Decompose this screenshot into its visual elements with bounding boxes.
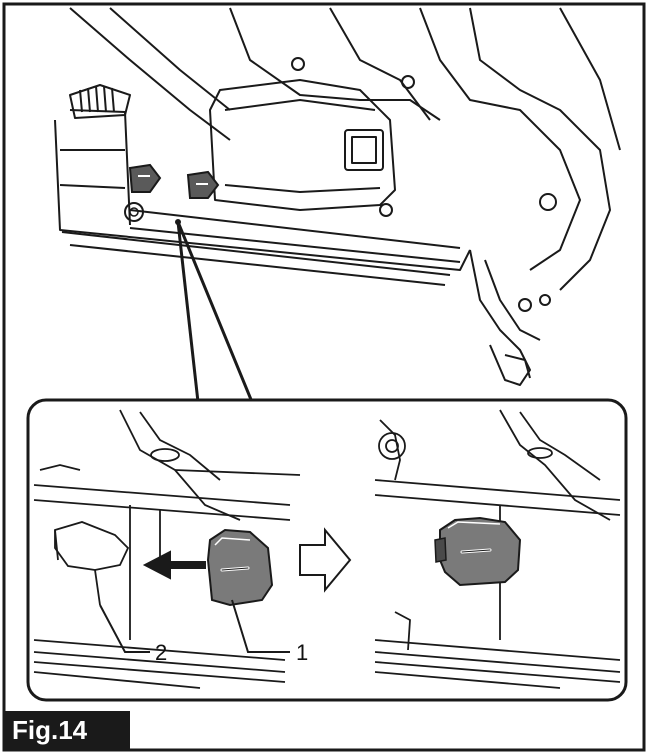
figure-label: Fig.14 <box>4 711 130 750</box>
callout-2: 2 <box>155 640 168 665</box>
callout-1: 1 <box>296 640 309 665</box>
callout-leaders <box>99 599 290 653</box>
zoom-leader-lines <box>176 221 254 403</box>
tool-body <box>54 7 621 386</box>
tool-stoppers <box>124 163 220 225</box>
result-arrow <box>299 527 352 593</box>
stopper-part-1 <box>206 528 274 607</box>
inset-left-panel <box>33 409 301 689</box>
stopper-installed <box>434 516 522 587</box>
push-arrow <box>142 550 206 580</box>
